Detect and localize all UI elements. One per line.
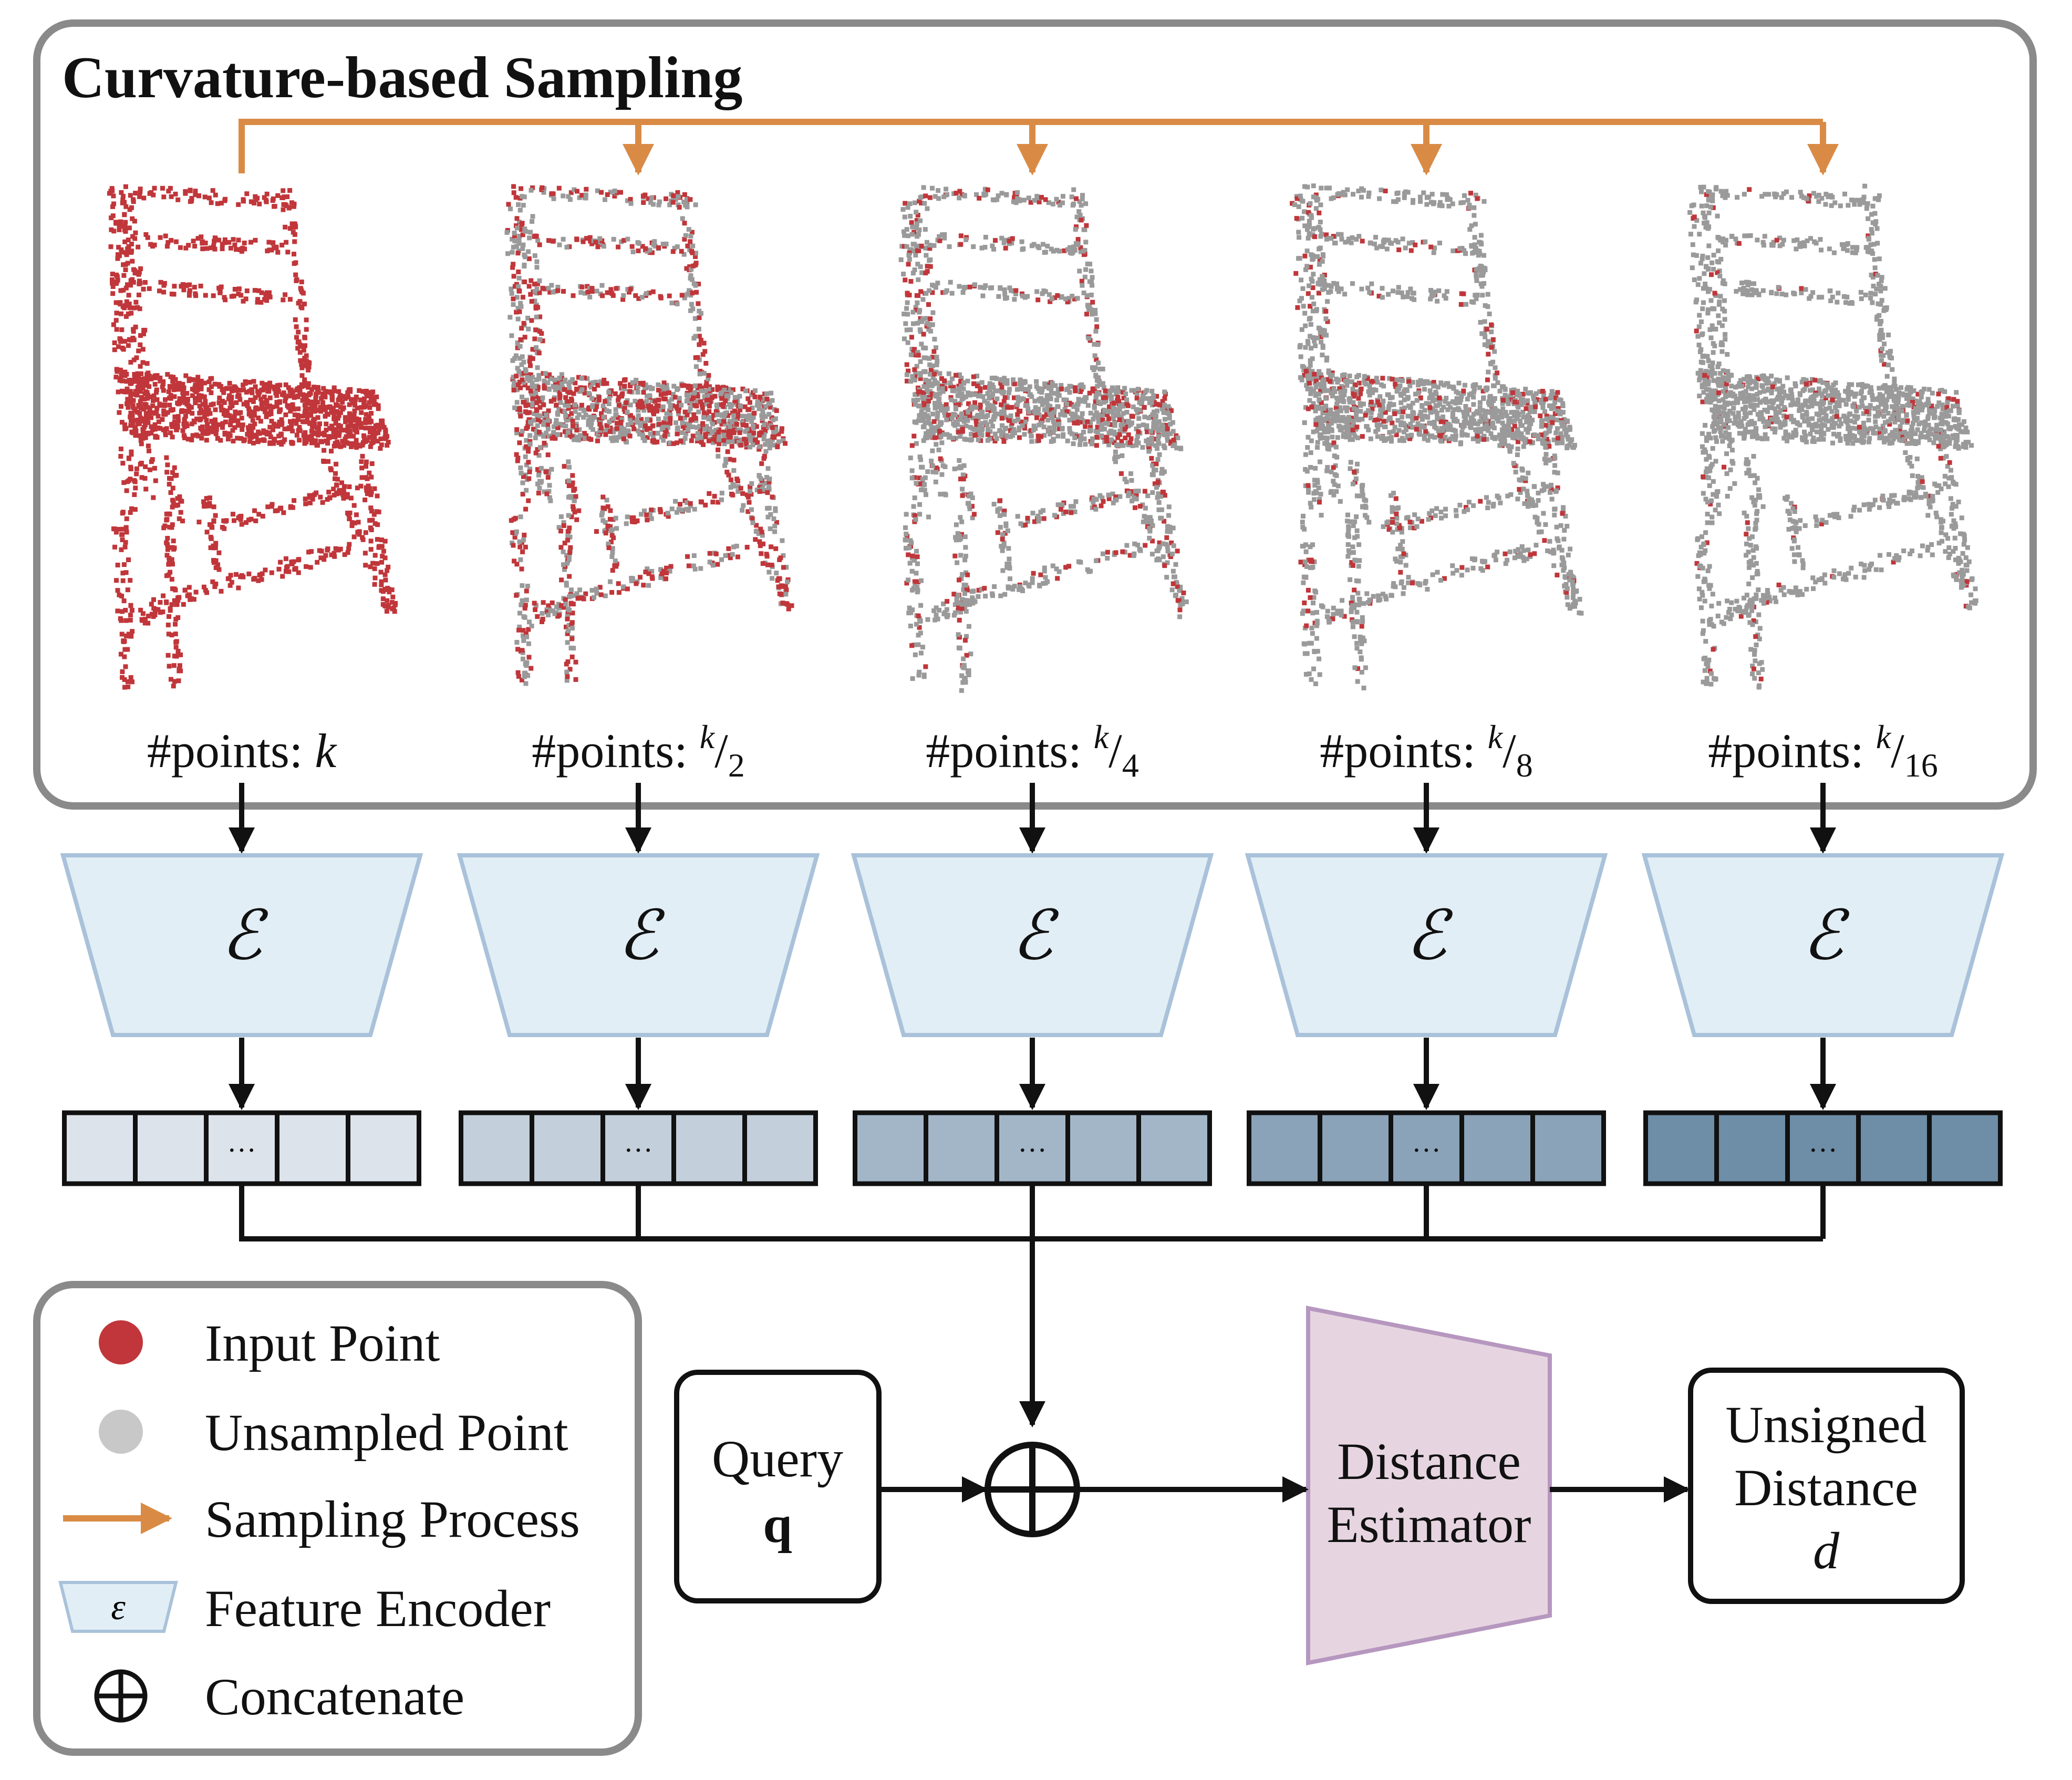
gray-dot-icon (99, 1410, 143, 1454)
chair-point-cloud-5 (1687, 183, 1978, 690)
encoder-symbol-5: ℰ (1802, 895, 1850, 975)
concat-icon (94, 1669, 148, 1723)
query-symbol: q (763, 1495, 792, 1554)
output-box (1688, 1368, 1965, 1604)
stage-label-4: #points: k/8 (1320, 718, 1532, 784)
stage-label-2: #points: k/2 (532, 718, 744, 784)
stage-labels: #points: k #points: k/2 #points: k/4 #po… (147, 718, 1938, 784)
stage-label-3: #points: k/4 (926, 718, 1138, 784)
feature-vector-3: ··· (853, 1110, 1212, 1186)
merge-lines (239, 1185, 1826, 1427)
feature-encoder-1: ℰ (60, 853, 423, 1037)
feature-vectors: ··· ··· ··· ··· ··· (62, 1110, 2003, 1186)
estimator-label-2: Estimator (1327, 1495, 1531, 1554)
concat-node (985, 1442, 1080, 1537)
query-label: Query (712, 1430, 843, 1488)
point-cloud-chairs (107, 183, 1978, 693)
vector-ellipsis-1: ··· (227, 1134, 256, 1167)
distance-estimator (1306, 1306, 1552, 1665)
encoder-symbol-1: ℰ (221, 895, 268, 975)
diagram-title: Curvature-based Sampling (62, 45, 742, 110)
feature-encoder-3: ℰ (851, 853, 1214, 1037)
chair-point-cloud-3 (898, 185, 1189, 693)
vector-ellipsis-3: ··· (1018, 1134, 1047, 1167)
feature-encoder-2: ℰ (457, 853, 820, 1037)
vector-ellipsis-2: ··· (624, 1134, 653, 1167)
feature-vector-2: ··· (459, 1110, 818, 1186)
legend-concatenate: Concatenate (205, 1668, 464, 1726)
legend-feature-encoder: Feature Encoder (205, 1579, 551, 1638)
legend: Input Point Unsampled Point Sampling Pro… (58, 1314, 580, 1726)
stage-label-5: #points: k/16 (1708, 718, 1938, 784)
query-box (674, 1370, 882, 1603)
vector-ellipsis-4: ··· (1412, 1134, 1441, 1167)
chair-point-cloud-1 (107, 184, 398, 690)
legend-input-point: Input Point (205, 1314, 440, 1372)
stage-label-1: #points: k (147, 724, 337, 778)
legend-unsampled-point: Unsampled Point (205, 1403, 568, 1462)
sampling-arrows (239, 119, 1839, 175)
sampling-bus (239, 119, 1823, 173)
encoder-symbol-3: ℰ (1012, 895, 1059, 975)
feature-encoder-5: ℰ (1641, 853, 2005, 1037)
output-symbol: d (1813, 1522, 1840, 1580)
feature-vector-5: ··· (1643, 1110, 2003, 1186)
vector-ellipsis-5: ··· (1808, 1134, 1838, 1167)
feature-encoder-4: ℰ (1245, 853, 1608, 1037)
feature-vector-4: ··· (1247, 1110, 1606, 1186)
encoder-symbol-4: ℰ (1406, 895, 1453, 975)
legend-sampling-process: Sampling Process (205, 1490, 580, 1548)
encoder-trapezoid-icon: ε (58, 1581, 178, 1633)
estimator-label-1: Distance (1337, 1432, 1521, 1491)
chair-point-cloud-2 (504, 184, 794, 686)
feature-vector-1: ··· (62, 1110, 421, 1186)
red-dot-icon (99, 1320, 143, 1364)
output-label-2: Distance (1734, 1458, 1918, 1517)
encoder-symbol-2: ℰ (618, 895, 665, 975)
output-label-1: Unsigned (1725, 1395, 1926, 1454)
chair-point-cloud-4 (1290, 183, 1584, 690)
legend-frame (33, 1281, 642, 1756)
